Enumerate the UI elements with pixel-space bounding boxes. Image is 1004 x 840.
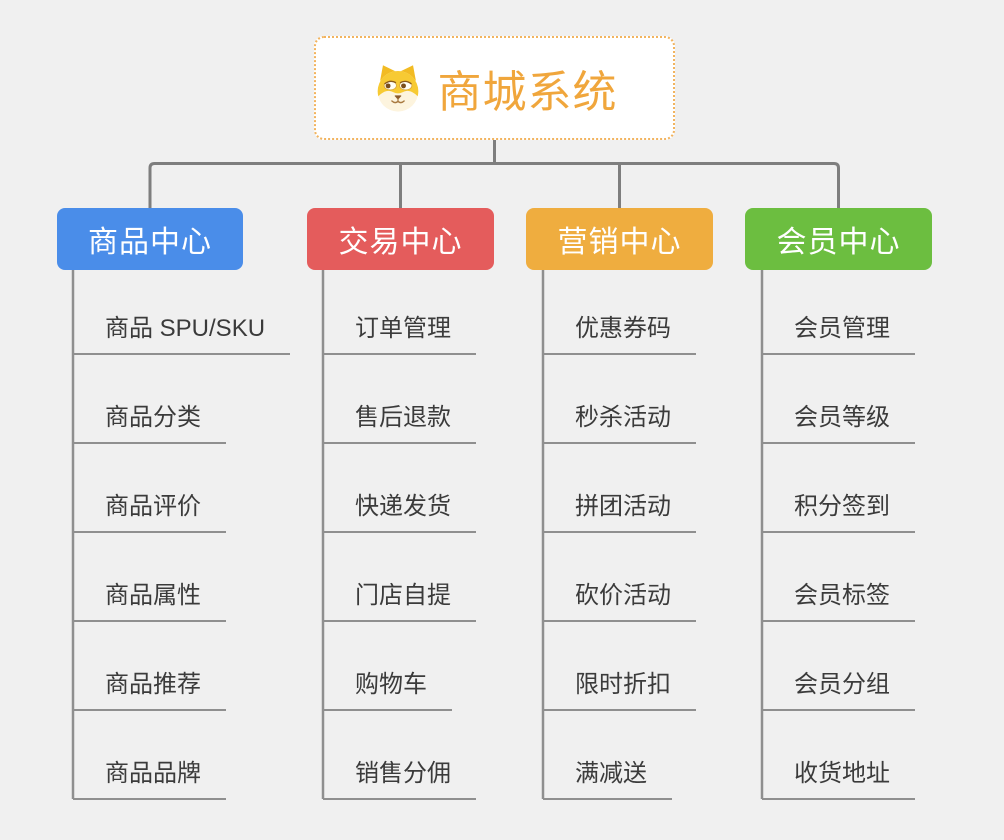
leaf-node[interactable]: 收货地址 (762, 753, 915, 800)
leaf-row: 门店自提 (323, 533, 476, 622)
branch-node-members[interactable]: 会员中心 (745, 208, 932, 270)
leaf-row: 秒杀活动 (543, 355, 696, 444)
leaf-node[interactable]: 订单管理 (323, 308, 476, 355)
branch-label: 营销中心 (557, 226, 682, 259)
leaf-node[interactable]: 会员管理 (762, 308, 915, 355)
leaf-row: 限时折扣 (543, 622, 696, 711)
leaf-row: 商品 SPU/SKU (73, 266, 291, 355)
leaf-row: 会员管理 (762, 266, 915, 355)
leaf-node[interactable]: 积分签到 (762, 486, 915, 533)
leaf-row: 商品品牌 (73, 711, 290, 800)
leaf-column-products: 商品 SPU/SKU 商品分类 商品评价 商品属性 商品推荐 商品品牌 (73, 266, 291, 800)
leaf-row: 商品评价 (73, 444, 290, 533)
leaf-node[interactable]: 商品品牌 (73, 753, 226, 800)
leaf-node[interactable]: 会员标签 (762, 575, 915, 622)
leaf-node[interactable]: 优惠券码 (543, 308, 696, 355)
leaf-node[interactable]: 会员等级 (762, 397, 915, 444)
leaf-node[interactable]: 满减送 (543, 753, 672, 800)
leaf-row: 满减送 (543, 711, 696, 800)
branch-label: 会员中心 (776, 226, 901, 259)
leaf-row: 会员等级 (762, 355, 915, 444)
leaf-row: 会员标签 (762, 533, 915, 622)
leaf-row: 会员分组 (762, 622, 915, 711)
leaf-row: 优惠券码 (543, 266, 696, 355)
leaf-row: 砍价活动 (543, 533, 696, 622)
leaf-column-marketing: 优惠券码 秒杀活动 拼团活动 砍价活动 限时折扣 满减送 (543, 266, 696, 800)
leaf-row: 积分签到 (762, 444, 915, 533)
leaf-node[interactable]: 销售分佣 (323, 753, 476, 800)
leaf-row: 拼团活动 (543, 444, 696, 533)
leaf-node[interactable]: 商品分类 (73, 397, 226, 444)
leaf-row: 购物车 (323, 622, 476, 711)
leaf-column-members: 会员管理 会员等级 积分签到 会员标签 会员分组 收货地址 (762, 266, 915, 800)
leaf-row: 商品属性 (73, 533, 290, 622)
root-title: 商城系统 (437, 68, 618, 117)
leaf-row: 商品分类 (73, 355, 290, 444)
leaf-node[interactable]: 秒杀活动 (543, 397, 696, 444)
leaf-row: 订单管理 (323, 266, 476, 355)
leaf-node[interactable]: 购物车 (323, 664, 452, 711)
leaf-row: 快递发货 (323, 444, 476, 533)
leaf-node[interactable]: 快递发货 (323, 486, 476, 533)
leaf-node[interactable]: 门店自提 (323, 575, 476, 622)
branch-node-trade[interactable]: 交易中心 (307, 208, 494, 270)
leaf-node[interactable]: 商品 SPU/SKU (73, 308, 291, 355)
leaf-column-trade: 订单管理 售后退款 快递发货 门店自提 购物车 销售分佣 (323, 266, 476, 800)
leaf-node[interactable]: 售后退款 (323, 397, 476, 444)
leaf-node[interactable]: 商品评价 (73, 486, 226, 533)
leaf-row: 收货地址 (762, 711, 915, 800)
leaf-node[interactable]: 限时折扣 (543, 664, 696, 711)
leaf-node[interactable]: 拼团活动 (543, 486, 696, 533)
dog-face-icon (372, 62, 424, 114)
leaf-node[interactable]: 商品属性 (73, 575, 226, 622)
branch-label: 商品中心 (88, 226, 212, 259)
leaf-node[interactable]: 商品推荐 (73, 664, 226, 711)
branch-node-products[interactable]: 商品中心 (57, 208, 243, 270)
leaf-row: 商品推荐 (73, 622, 290, 711)
root-node[interactable]: 商城系统 (314, 36, 675, 140)
leaf-row: 售后退款 (323, 355, 476, 444)
leaf-row: 销售分佣 (323, 711, 476, 800)
leaf-node[interactable]: 砍价活动 (543, 575, 696, 622)
branch-node-marketing[interactable]: 营销中心 (526, 208, 713, 270)
leaf-node[interactable]: 会员分组 (762, 664, 915, 711)
branch-label: 交易中心 (338, 226, 463, 259)
